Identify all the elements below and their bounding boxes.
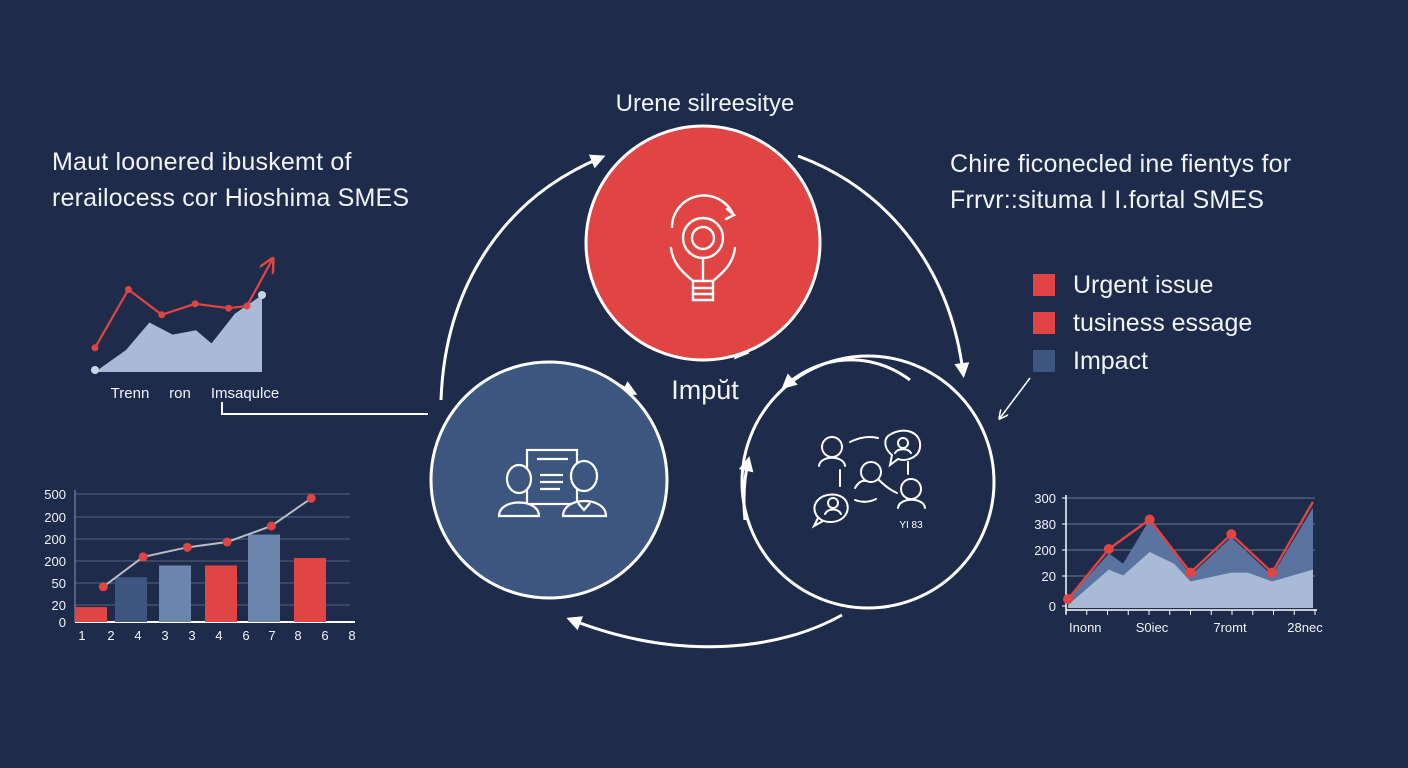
area-y-tick-label: 20 — [1042, 569, 1056, 584]
bar — [159, 565, 191, 622]
trend-point — [91, 344, 99, 352]
bar-trend-point — [182, 542, 192, 552]
network-caption: YI 83 — [899, 520, 923, 531]
bar-y-tick-label: 200 — [44, 510, 66, 525]
bar — [205, 565, 237, 622]
bar-x-tick-label: 6 — [242, 628, 249, 643]
trend-area — [95, 295, 262, 372]
bar-trend-point — [222, 537, 232, 547]
legend-swatch — [1033, 274, 1055, 296]
left-connector-line — [221, 402, 428, 415]
node-consultation — [429, 360, 669, 600]
arrow-top-to-right — [797, 154, 970, 378]
chart-trend-mini: Trenn ron Imsaqulce — [91, 260, 279, 402]
area-y-tick-label: 300 — [1034, 491, 1056, 506]
left-heading-line2: rerailocess cor Hioshima SMES — [52, 184, 410, 212]
cycle-center-label: Impŭt — [671, 375, 739, 405]
bar-trend-point — [306, 493, 316, 503]
bar-x-tick-label: 2 — [107, 628, 114, 643]
legend-item-urgent-issue: Urgent issue — [1033, 266, 1252, 304]
area-red-point — [1185, 567, 1196, 578]
bar-x-tick-label: 8 — [348, 628, 355, 643]
area-light-fill — [1068, 551, 1313, 608]
legend-pointer-arrow — [1000, 377, 1031, 418]
cycle-top-label: Urene silreesitye — [615, 90, 795, 117]
right-heading-line2: Frrvr::situma I I.fortal SMES — [950, 186, 1265, 214]
trend-point — [158, 311, 166, 319]
area-red-point — [1267, 567, 1278, 578]
bar-trend-point — [138, 552, 148, 562]
left-heading: Maut loonered ibuskemt of rerailocess co… — [52, 144, 432, 216]
area-y-tick-label: 380 — [1034, 517, 1056, 532]
right-heading-line1: Chire ficonecled ine fientys for — [950, 150, 1292, 178]
left-heading-line1: Maut loonered ibuskemt of — [52, 148, 352, 176]
trend-point — [191, 300, 199, 308]
bar-x-tick-label: 7 — [268, 628, 275, 643]
legend-item-impact: Impact — [1033, 342, 1252, 380]
bar — [115, 577, 147, 622]
bar-x-tick-label: 8 — [294, 628, 301, 643]
node-network: YI 83 — [740, 354, 996, 610]
trend-x-label: Imsaqulce — [211, 385, 279, 402]
people-network-icon — [811, 429, 926, 529]
bar-x-tick-label: 4 — [215, 628, 222, 643]
legend-label: Urgent issue — [1073, 270, 1214, 299]
trend-x-label: ron — [169, 385, 191, 402]
trend-x-label: Trenn — [111, 385, 150, 402]
legend-label: tusiness essage — [1073, 308, 1253, 337]
area-red-point — [1144, 514, 1155, 525]
bar-trend-point — [98, 582, 108, 592]
bar-x-tick-label: 1 — [78, 628, 85, 643]
area-y-tick-label: 200 — [1034, 543, 1056, 558]
people-document-icon — [497, 448, 608, 518]
area-red-point — [1063, 594, 1073, 605]
area-x-tick-label: 28nec — [1287, 620, 1323, 635]
trend-point — [225, 304, 233, 312]
trend-point — [124, 286, 132, 293]
bar-trend-point — [266, 521, 276, 531]
bar — [75, 607, 107, 622]
trend-area-marker — [258, 291, 266, 299]
bar-trend-line — [102, 497, 312, 588]
bar-y-tick-label: 50 — [52, 576, 66, 591]
legend: Urgent issue tusiness essage Impact — [1033, 266, 1252, 380]
area-red-point — [1226, 529, 1237, 540]
legend-swatch — [1033, 350, 1055, 372]
bar — [294, 558, 326, 622]
trend-area-marker — [91, 366, 99, 374]
bar-x-tick-label: 4 — [134, 628, 141, 643]
area-y-tick-label: 0 — [1049, 599, 1056, 614]
right-heading: Chire ficonecled ine fientys for Frrvr::… — [950, 146, 1330, 218]
bar-y-tick-label: 200 — [44, 532, 66, 547]
bar-y-tick-label: 0 — [59, 615, 66, 630]
bar-x-tick-label: 6 — [321, 628, 328, 643]
bar-y-tick-label: 200 — [44, 554, 66, 569]
area-red-point — [1103, 544, 1114, 554]
trend-point — [243, 302, 251, 310]
area-x-tick-label: Inonn — [1069, 620, 1102, 635]
bar-x-tick-label: 3 — [188, 628, 195, 643]
legend-item-business-message: tusiness essage — [1033, 304, 1252, 342]
legend-label: Impact — [1073, 346, 1149, 375]
area-x-tick-label: S0iec — [1136, 620, 1169, 635]
bar-y-tick-label: 20 — [52, 598, 66, 613]
node-insight — [584, 124, 822, 362]
arrow-up-into-right — [738, 456, 754, 521]
bar-x-tick-label: 3 — [161, 628, 168, 643]
lightbulb-refresh-icon — [669, 194, 737, 302]
legend-swatch — [1033, 312, 1055, 334]
arrow-left-to-top — [439, 154, 606, 401]
bar-y-tick-label: 500 — [44, 487, 66, 502]
bar — [248, 534, 280, 622]
area-x-tick-label: 7romt — [1213, 620, 1247, 635]
arrow-bottom-return — [566, 613, 843, 649]
